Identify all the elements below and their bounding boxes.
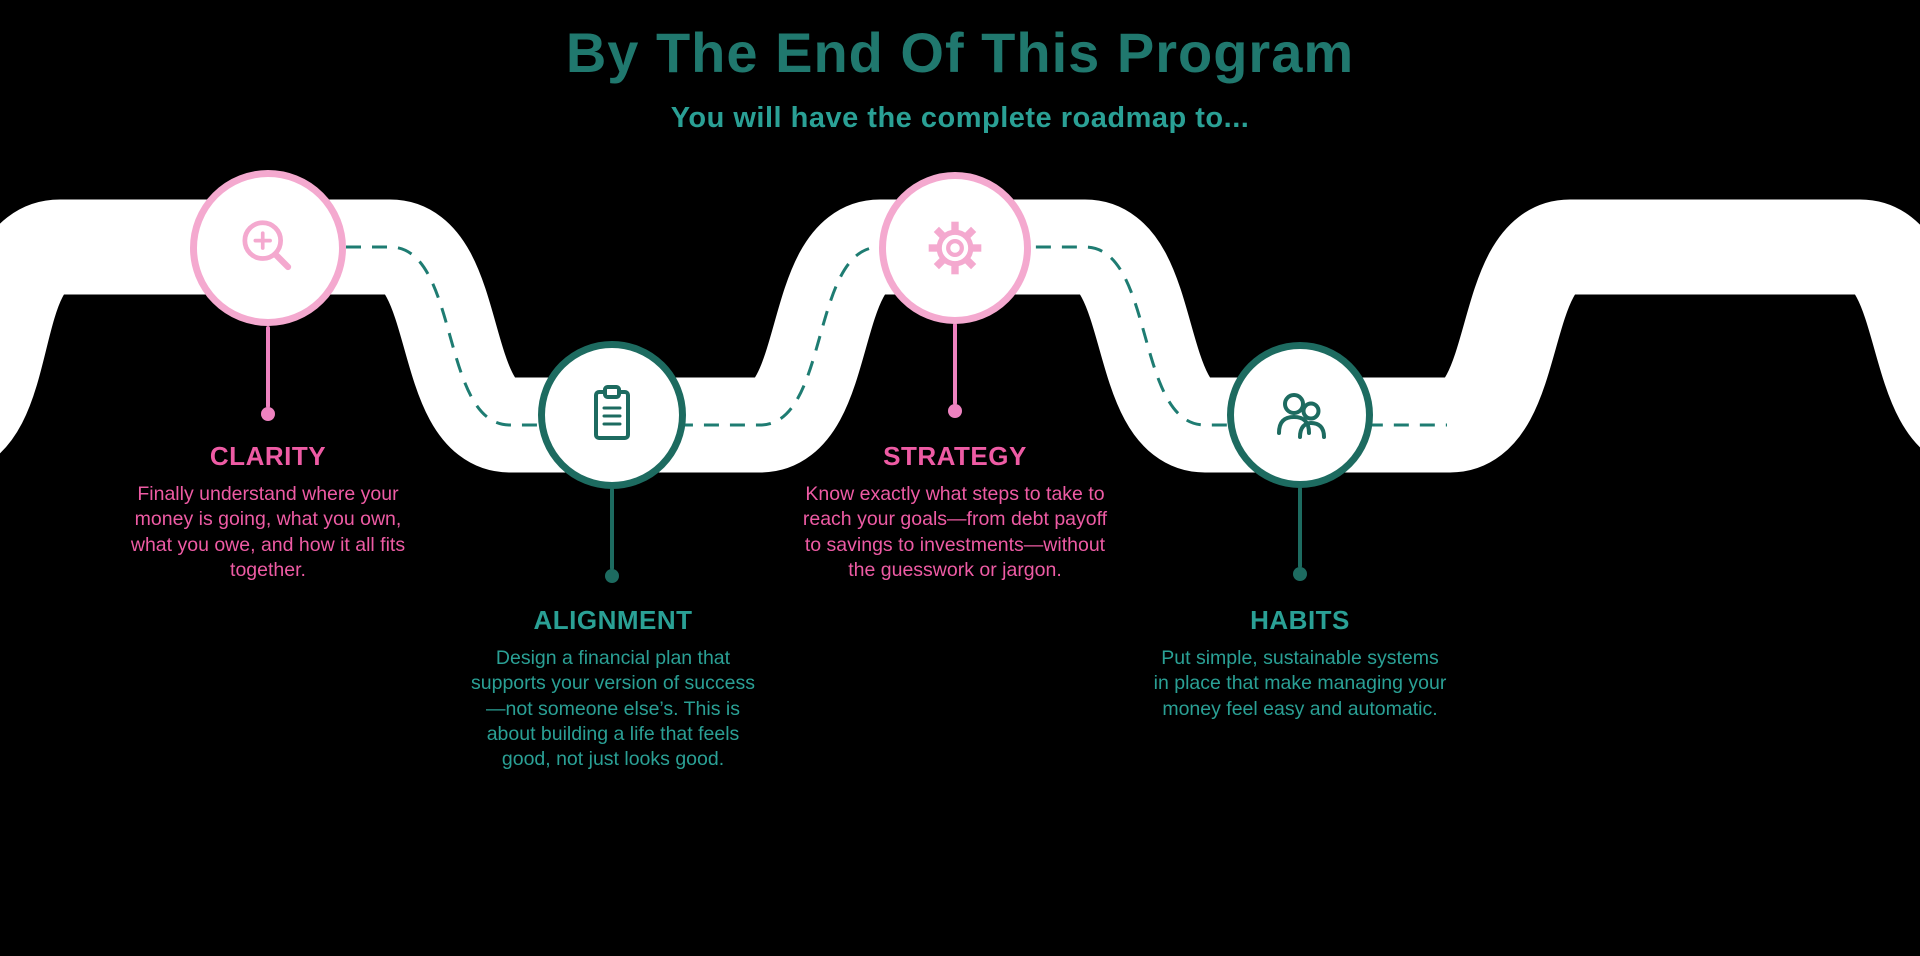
dashed-centerline — [268, 245, 1447, 427]
milestone-node-strategy — [879, 172, 1031, 324]
milestone-body-habits: Put simple, sustainable systems in place… — [1153, 647, 1447, 720]
gear-icon — [928, 221, 982, 275]
dot-habits — [1293, 567, 1307, 581]
dot-alignment — [605, 569, 619, 583]
milestone-heading-strategy: STRATEGY — [883, 441, 1027, 471]
milestone-label-clarity: CLARITY Finally understand where your mo… — [113, 441, 423, 583]
milestone-body-clarity: Finally understand where your money is g… — [130, 483, 406, 582]
milestone-heading-habits: HABITS — [1250, 605, 1350, 635]
milestone-heading-clarity: CLARITY — [209, 441, 327, 471]
milestone-node-alignment — [538, 341, 686, 489]
page-subtitle: You will have the complete roadmap to... — [670, 102, 1250, 134]
milestone-node-habits — [1227, 342, 1373, 488]
page-title: By The End Of This Program — [565, 21, 1355, 84]
milestone-body-alignment: Design a financial plan that supports yo… — [471, 647, 755, 771]
magnifier-icon — [242, 220, 292, 271]
dot-strategy — [948, 404, 962, 418]
milestone-node-clarity — [190, 170, 346, 326]
people-icon — [1277, 393, 1326, 439]
dot-clarity — [261, 407, 275, 421]
milestone-label-habits: HABITS Put simple, sustainable systems i… — [1152, 605, 1448, 722]
clipboard-icon — [594, 385, 630, 440]
milestone-heading-alignment: ALIGNMENT — [533, 605, 693, 635]
milestone-label-strategy: STRATEGY Know exactly what steps to take… — [800, 441, 1110, 583]
milestone-label-alignment: ALIGNMENT Design a financial plan that s… — [463, 605, 763, 773]
milestone-body-strategy: Know exactly what steps to take to reach… — [802, 483, 1108, 582]
